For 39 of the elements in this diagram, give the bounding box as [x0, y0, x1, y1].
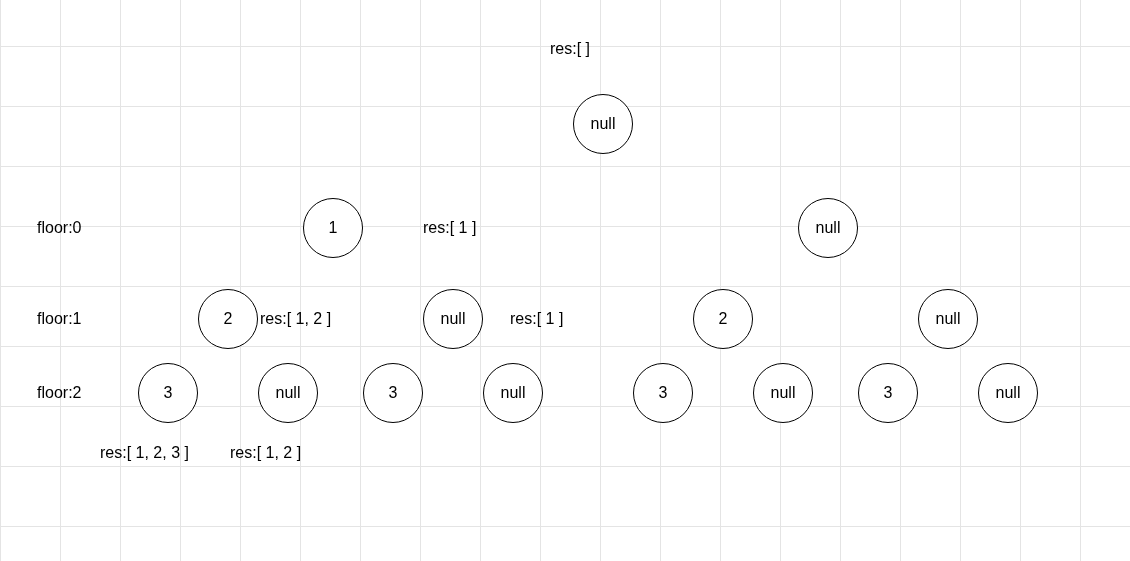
node-value: null	[815, 219, 841, 237]
tree-node-circle	[138, 363, 198, 423]
tree-node-circle	[858, 363, 918, 423]
annotation-text: res:[ 1, 2 ]	[260, 310, 332, 328]
node-value: null	[935, 310, 961, 328]
node-value: 1	[328, 219, 338, 237]
node-value: null	[590, 115, 616, 133]
tree-node-circle	[363, 363, 423, 423]
tree-node-circle	[633, 363, 693, 423]
annotation-text: floor:1	[37, 310, 82, 328]
annotation-text: res:[ 1 ]	[510, 310, 564, 328]
node-value: 3	[658, 384, 668, 402]
tree-node-circle	[798, 198, 858, 258]
annotation-text: res:[ 1, 2, 3 ]	[100, 444, 189, 462]
tree-node-circle	[978, 363, 1038, 423]
node-value: 3	[388, 384, 398, 402]
annotation-text: floor:0	[37, 219, 82, 237]
node-value: null	[995, 384, 1021, 402]
annotation-text: res:[ 1, 2 ]	[230, 444, 302, 462]
tree-node-circle	[258, 363, 318, 423]
node-value: null	[770, 384, 796, 402]
node-value: null	[500, 384, 526, 402]
annotation-text: res:[ 1 ]	[423, 219, 477, 237]
node-value: null	[440, 310, 466, 328]
node-value: 2	[718, 310, 728, 328]
tree-node-circle	[198, 289, 258, 349]
tree-node-circle	[303, 198, 363, 258]
tree-node-circle	[753, 363, 813, 423]
node-value: 3	[163, 384, 173, 402]
tree-node-circle	[483, 363, 543, 423]
annotation-text: res:[ ]	[550, 40, 590, 58]
node-value: null	[275, 384, 301, 402]
tree-node-circle	[693, 289, 753, 349]
annotation-text: floor:2	[37, 384, 82, 402]
tree-node-circle	[423, 289, 483, 349]
tree-node-circle	[918, 289, 978, 349]
node-value: 2	[223, 310, 233, 328]
tree-node-circle	[573, 94, 633, 154]
node-value: 3	[883, 384, 893, 402]
